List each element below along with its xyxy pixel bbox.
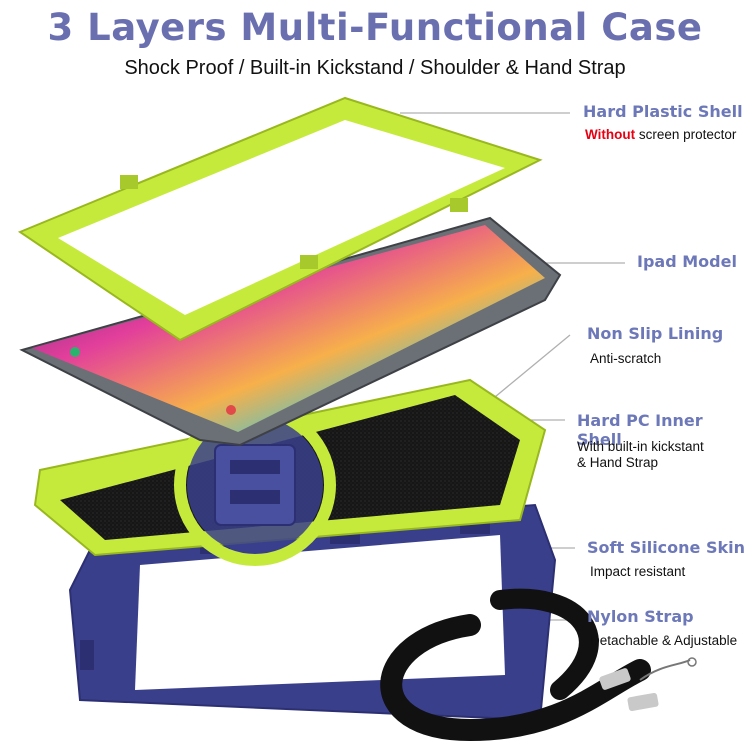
page-title: 3 Layers Multi-Functional Case — [47, 6, 703, 49]
page-subtitle: Shock Proof / Built-in Kickstand / Shoul… — [124, 57, 626, 79]
feature-title-hard-plastic-shell: Hard Plastic Shell — [583, 102, 743, 121]
feature-desc-hard-pc-inner-shell-line2: & Hand Strap — [577, 455, 659, 470]
feature-desc-hard-plastic-shell: Without screen protector — [585, 125, 736, 145]
feature-title-soft-silicone-skin: Soft Silicone Skin — [587, 538, 745, 557]
feature-desc-hard-pc-inner-shell-line1: With built-in kickstant — [577, 439, 704, 454]
warning-text: Without — [585, 127, 636, 142]
feature-title-hard-pc-inner-shell: Hard PC Inner Shell — [577, 411, 703, 449]
feature-desc-non-slip-lining: Anti-scratch — [590, 351, 662, 366]
feature-desc-text: screen protector — [638, 127, 737, 142]
feature-desc-nylon-strap: Detachable & Adjustable — [590, 633, 738, 648]
feature-desc-soft-silicone-skin: Impact resistant — [590, 564, 686, 579]
nylon-strap — [380, 588, 697, 742]
feature-title-nylon-strap: Nylon Strap — [587, 607, 694, 626]
feature-title-ipad-model: Ipad Model — [637, 252, 737, 271]
hard-plastic-shell — [17, 96, 543, 342]
tablet — [19, 216, 562, 447]
feature-title-non-slip-lining: Non Slip Lining — [587, 324, 724, 343]
